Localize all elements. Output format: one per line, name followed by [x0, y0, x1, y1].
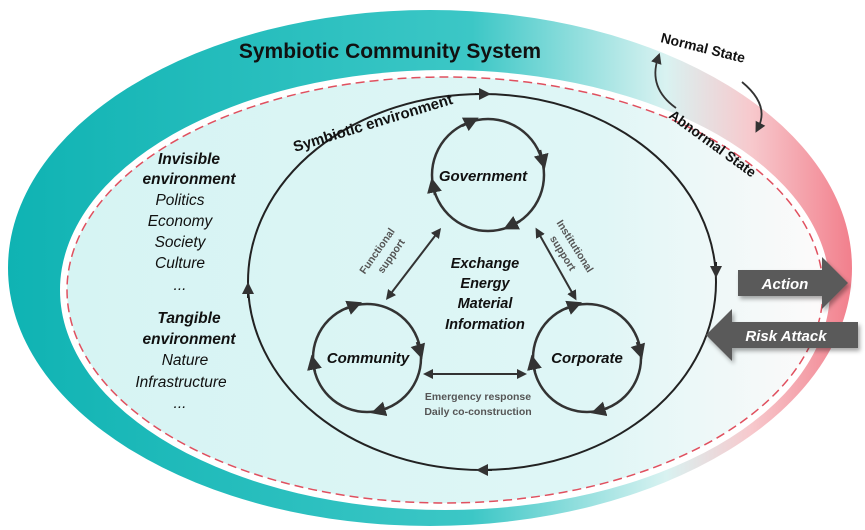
- corporate-label: Corporate: [551, 350, 623, 367]
- tangible-heading-2: environment: [142, 331, 236, 348]
- functional-support-arrow: [385, 228, 442, 300]
- center-line: Exchange: [451, 256, 520, 272]
- invisible-item: ...: [174, 277, 187, 294]
- institutional-support-arrow: [535, 227, 577, 301]
- emergency-label-1: Emergency response: [425, 391, 531, 403]
- tangible-item: Nature: [162, 352, 209, 369]
- risk-attack-arrow: [706, 309, 858, 361]
- invisible-heading-1: Invisible: [158, 151, 220, 168]
- invisible-item: Politics: [155, 192, 204, 209]
- action-label: Action: [761, 276, 809, 293]
- invisible-heading-2: environment: [142, 171, 236, 188]
- state-arrow-up: [651, 52, 677, 109]
- tangible-item: Infrastructure: [135, 374, 227, 391]
- center-exchange: Exchange Energy Material Information: [445, 256, 525, 333]
- left-panel: Invisible environment Politics Economy S…: [135, 151, 236, 412]
- invisible-item: Society: [155, 234, 207, 251]
- tangible-heading-1: Tangible: [157, 310, 221, 327]
- tangible-item: ...: [174, 395, 187, 412]
- center-line: Material: [458, 296, 514, 312]
- invisible-item: Culture: [155, 255, 205, 272]
- action-arrow: [738, 257, 848, 309]
- community-cycle: Community: [307, 300, 426, 417]
- system-title: Symbiotic Community System: [239, 40, 541, 63]
- government-cycle: Government: [427, 117, 549, 233]
- center-line: Energy: [460, 276, 510, 292]
- corporate-cycle: Corporate: [527, 300, 646, 417]
- center-line: Information: [445, 317, 525, 333]
- state-arrow-down: [741, 81, 766, 133]
- community-label: Community: [327, 350, 410, 367]
- invisible-item: Economy: [148, 213, 214, 230]
- government-label: Government: [439, 168, 528, 185]
- emergency-label-2: Daily co-construction: [424, 406, 531, 418]
- risk-attack-label: Risk Attack: [745, 328, 827, 345]
